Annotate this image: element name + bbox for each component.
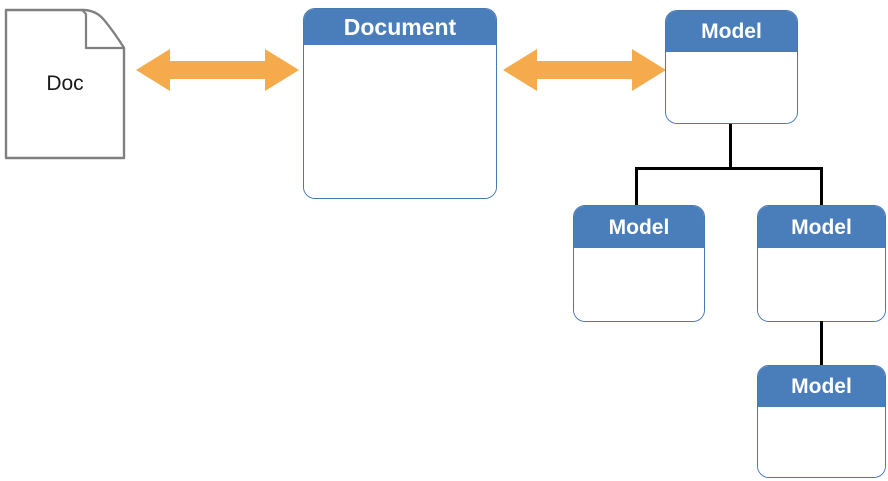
node-model-grandchild[interactable]: Model — [757, 365, 886, 478]
node-model-child-right-body — [758, 248, 885, 321]
node-model-child-left-title: Model — [574, 206, 704, 248]
node-document-title: Document — [304, 9, 496, 45]
connector-root-stem — [729, 124, 732, 170]
node-model-root-title: Model — [666, 11, 797, 52]
document-to-model-arrow — [503, 47, 666, 93]
node-document-body — [304, 45, 496, 198]
node-model-grandchild-body — [758, 407, 885, 477]
node-model-child-right[interactable]: Model — [757, 205, 886, 322]
doc-label: Doc — [46, 72, 84, 95]
connector-to-left-child — [635, 167, 638, 207]
node-model-child-left-body — [574, 248, 704, 321]
node-model-root-body — [666, 52, 797, 123]
node-model-grandchild-title: Model — [758, 366, 885, 407]
node-model-child-left[interactable]: Model — [573, 205, 705, 322]
node-model-child-right-title: Model — [758, 206, 885, 248]
node-document[interactable]: Document — [303, 8, 497, 199]
connector-horizontal-bar — [635, 167, 823, 170]
connector-to-grandchild — [820, 321, 823, 366]
doc-page-icon — [4, 8, 126, 160]
doc-to-document-arrow — [136, 47, 299, 93]
node-model-root[interactable]: Model — [665, 10, 798, 124]
connector-to-right-child — [820, 167, 823, 207]
